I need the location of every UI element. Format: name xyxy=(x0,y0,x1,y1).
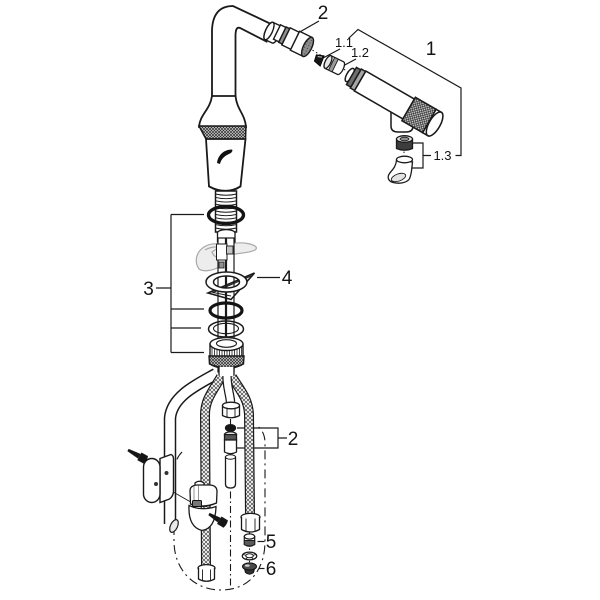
callout-label-flow-restrictor: 1.1 xyxy=(335,35,353,50)
callout-label-spacer-bushing: 5 xyxy=(266,532,277,553)
callout-label-fastening-set: 3 xyxy=(143,279,154,300)
cap-nut-part xyxy=(241,562,258,575)
callout-label-coupling-adapter: 1.2 xyxy=(351,45,369,60)
base-o-ring xyxy=(208,301,244,320)
shank-o-ring xyxy=(206,204,246,226)
coupling-tube xyxy=(224,456,237,489)
bracket-screw xyxy=(127,448,149,464)
hose-coupling-part xyxy=(223,423,238,489)
pullout-hose-guide xyxy=(163,368,220,533)
flow-restrictor-part xyxy=(313,54,325,67)
hose-guide-bracket xyxy=(142,453,175,504)
weight-screw xyxy=(208,512,228,528)
spout-tube xyxy=(211,5,272,101)
callout-label-hose-coupling: 2 xyxy=(288,429,299,450)
toothed-washer xyxy=(241,551,258,561)
lever-recess-mark xyxy=(217,149,233,164)
elbow-connector-part xyxy=(387,155,414,184)
bracket-screw-hole xyxy=(154,482,158,486)
faucet-body xyxy=(197,95,247,193)
leader-spray-tip xyxy=(297,20,320,34)
coupling-o-ring xyxy=(224,423,237,433)
hose-nut-right xyxy=(240,512,261,533)
callout-label-spray-head-group: 1 xyxy=(426,39,437,60)
bracket-check-valve-group xyxy=(412,142,431,169)
pullout-hose-stub xyxy=(222,375,236,403)
mounting-nut xyxy=(208,336,245,380)
threaded-shank xyxy=(214,190,238,245)
callout-label-check-valve: 1.3 xyxy=(433,148,451,163)
hose-weight xyxy=(188,480,218,532)
callout-label-spray-tip: 2 xyxy=(318,3,329,24)
bracket-screw-hole xyxy=(164,471,169,475)
supply-hose-left xyxy=(199,374,226,567)
coupling-adapter-part xyxy=(323,54,346,76)
bracket-hose-coupling xyxy=(236,427,287,449)
callout-label-cap-nut: 6 xyxy=(266,559,277,580)
spray-head-part xyxy=(344,66,444,137)
bracket-spray-head-group xyxy=(348,28,462,157)
spray-tip-part xyxy=(272,23,315,58)
spacer-bushing-part xyxy=(243,533,256,547)
support-triangle-part xyxy=(205,271,256,301)
pullout-hose-nut xyxy=(221,401,241,419)
callout-label-support-triangle: 4 xyxy=(282,268,293,289)
bracket-fastening-set xyxy=(156,213,204,354)
check-valve-part xyxy=(395,135,414,151)
weight-latch-slot xyxy=(192,500,202,507)
supply-hose-right xyxy=(227,374,255,515)
hose-nut-left xyxy=(197,563,216,582)
leader-flow-restrictor xyxy=(322,48,341,59)
